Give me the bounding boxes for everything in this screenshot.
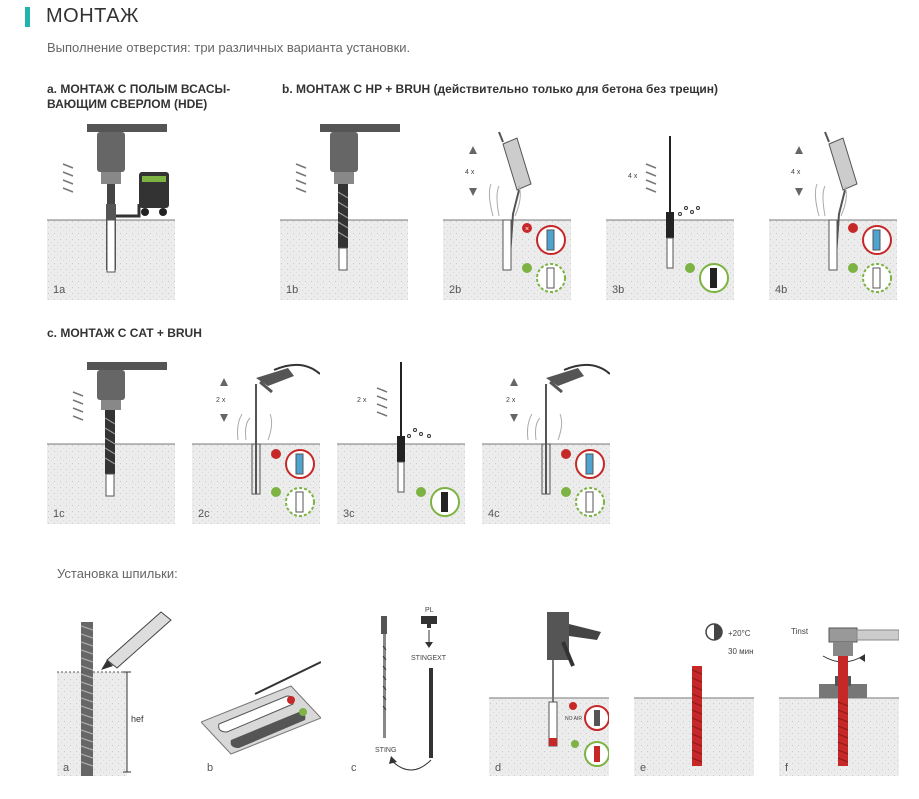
install-label: c (351, 762, 357, 774)
repeat-count: 4 x (465, 169, 475, 176)
install-label: d (495, 762, 502, 774)
panel-label: 3c (343, 508, 355, 520)
panel-label: 1c (53, 508, 65, 520)
up-down-arrows-icon (376, 387, 388, 417)
panel-1c: 1c (47, 348, 175, 524)
install-step-c: PL STINGEXT STING c (345, 606, 465, 776)
mixing-pad-icon (201, 685, 321, 755)
pl-label: PL (425, 607, 434, 614)
sting-tube-icon (381, 616, 387, 738)
wrong-result-icon (848, 223, 892, 255)
page-title: МОНТАЖ (46, 5, 140, 27)
title-accent-bar (25, 7, 30, 27)
install-step-b: b (201, 606, 321, 776)
panel-1b: 1b (280, 124, 408, 300)
repeat-count: 2 x (216, 397, 226, 404)
drill-icon (87, 124, 167, 204)
panel-label: 4b (775, 284, 788, 296)
svg-text:×: × (525, 226, 529, 233)
panel-label: 2c (198, 508, 210, 520)
up-down-arrows-icon (62, 163, 74, 193)
air-gun-icon (546, 363, 610, 394)
correct-result-icon (522, 263, 566, 293)
up-down-arrows-icon (645, 163, 657, 193)
panel-3c: 2 x 3c (337, 348, 465, 524)
install-step-f: Tinst f (779, 606, 899, 776)
air-gun-icon (256, 363, 320, 394)
install-label: b (207, 762, 214, 774)
threaded-rod-icon (80, 622, 94, 776)
install-label: f (785, 762, 789, 774)
tinst-label: Tinst (791, 627, 809, 636)
correct-result-icon (561, 487, 605, 517)
wrong-result-icon (561, 449, 605, 479)
correct-result-icon (571, 740, 609, 767)
dust-particles-icon (407, 428, 431, 438)
panel-3b: 4 x 3b (606, 124, 734, 300)
panel-1a: 1a (47, 124, 175, 300)
panel-label: 1a (53, 284, 66, 296)
no-air-label: NO AIR (565, 716, 582, 722)
clock-icon (705, 623, 723, 641)
stingext-label: STINGEXT (411, 655, 447, 662)
dust-particles-icon (678, 206, 700, 216)
wrong-result-icon (584, 705, 609, 731)
install-step-a: hef a (57, 606, 177, 776)
drill-icon (320, 124, 400, 184)
panel-4b: 4 x 4b (769, 124, 897, 300)
install-label: e (640, 762, 647, 774)
section-a-title: a. МОНТАЖ С ПОЛЫМ ВСАСЫ-ВАЮЩИМ СВЕРЛОМ (… (47, 82, 231, 111)
panel-label: 2b (449, 284, 462, 296)
wrong-result-icon: × (522, 223, 566, 255)
hef-label: hef (131, 714, 144, 724)
section-c-title: c. МОНТАЖ С CAT + BRUH (47, 326, 202, 340)
panel-label: 3b (612, 284, 625, 296)
wrong-result-icon (271, 449, 315, 479)
repeat-count: 2 x (506, 397, 516, 404)
marker-pen-icon (101, 611, 172, 670)
repeat-count: 4 x (791, 169, 801, 176)
up-down-arrows-icon (72, 391, 84, 421)
drill-icon (87, 362, 167, 410)
dispenser-gun-icon (547, 612, 601, 667)
panel-2c: 2 x 2c (192, 348, 320, 524)
up-down-arrows-icon (295, 163, 307, 193)
panel-2b: 4 x × 2b (443, 124, 571, 300)
install-label: a (63, 762, 70, 774)
correct-result-icon (848, 263, 892, 293)
vacuum-cleaner-icon (139, 172, 169, 216)
panel-label: 4c (488, 508, 500, 520)
installation-title: Установка шпильки: (57, 566, 178, 581)
install-step-e: +20°C 30 мин e (634, 606, 754, 776)
correct-result-icon (685, 263, 729, 293)
temperature-label: +20°C (728, 629, 751, 638)
correct-result-icon (416, 487, 460, 517)
cure-time-label: 30 мин (728, 647, 754, 656)
correct-result-icon (271, 487, 315, 517)
torque-wrench-icon (822, 627, 899, 663)
repeat-count: 4 x (628, 173, 638, 180)
repeat-count: 2 x (357, 397, 367, 404)
panel-4c: 2 x 4c (482, 348, 610, 524)
page-subtitle: Выполнение отверстия: три различных вари… (47, 40, 411, 55)
install-step-d: NO AIR d (489, 606, 609, 776)
panel-label: 1b (286, 284, 299, 296)
section-b-title: b. МОНТАЖ С HP + BRUH (действительно тол… (282, 82, 719, 96)
sting-label: STING (375, 747, 396, 754)
